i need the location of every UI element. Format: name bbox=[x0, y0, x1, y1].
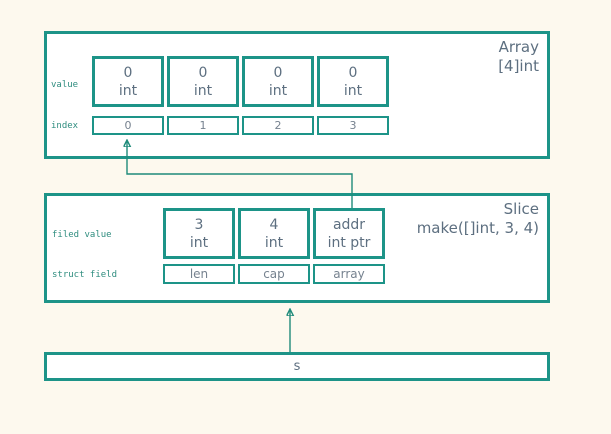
slice-field-row-label: struct field bbox=[52, 270, 118, 280]
slice-value-row: 3 int 4 int addr int ptr bbox=[163, 208, 385, 259]
array-cell-3: 0 int bbox=[317, 56, 389, 107]
slice-array-pointer-cell: addr int ptr bbox=[313, 208, 385, 259]
array-cell-2-value: 0 bbox=[273, 64, 283, 81]
slice-len-type: int bbox=[189, 234, 209, 251]
slice-len-cell: 3 int bbox=[163, 208, 235, 259]
slice-cap-cell: 4 int bbox=[238, 208, 310, 259]
slice-field-array: array bbox=[313, 264, 385, 284]
array-index-row: 0 1 2 3 bbox=[92, 116, 389, 135]
slice-value-row-label: filed value bbox=[52, 230, 112, 240]
array-cell-1-value: 0 bbox=[198, 64, 208, 81]
slice-len-value: 3 bbox=[194, 216, 204, 233]
array-value-row-label: value bbox=[51, 80, 79, 90]
array-box-title: Array [4]int bbox=[498, 38, 539, 76]
slice-subtitle: make([]int, 3, 4) bbox=[416, 219, 539, 237]
s-variable-label: s bbox=[293, 359, 301, 374]
array-subtitle: [4]int bbox=[498, 57, 539, 75]
array-title: Array bbox=[498, 38, 539, 56]
slice-array-pointer-value: addr bbox=[332, 216, 366, 233]
array-cell-3-value: 0 bbox=[348, 64, 358, 81]
slice-array-pointer-type: int ptr bbox=[327, 234, 371, 251]
slice-box-title: Slice make([]int, 3, 4) bbox=[417, 200, 539, 238]
array-cell-2: 0 int bbox=[242, 56, 314, 107]
s-variable-box: s bbox=[44, 352, 550, 381]
slice-title: Slice bbox=[503, 200, 539, 218]
array-cell-0-type: int bbox=[118, 82, 138, 99]
array-cell-2-type: int bbox=[268, 82, 288, 99]
array-value-row: 0 int 0 int 0 int 0 int bbox=[92, 56, 389, 107]
slice-cap-type: int bbox=[264, 234, 284, 251]
slice-field-row: len cap array bbox=[163, 264, 385, 284]
slice-box: Slice make([]int, 3, 4) filed value stru… bbox=[44, 193, 550, 303]
array-cell-1-type: int bbox=[193, 82, 213, 99]
array-cell-0-value: 0 bbox=[123, 64, 133, 81]
array-index-1: 1 bbox=[167, 116, 239, 135]
slice-field-cap: cap bbox=[238, 264, 310, 284]
array-index-2: 2 bbox=[242, 116, 314, 135]
array-cell-3-type: int bbox=[343, 82, 363, 99]
array-box: Array [4]int value index 0 int 0 int 0 i… bbox=[44, 31, 550, 159]
slice-cap-value: 4 bbox=[269, 216, 279, 233]
array-index-3: 3 bbox=[317, 116, 389, 135]
slice-field-len: len bbox=[163, 264, 235, 284]
array-index-row-label: index bbox=[51, 121, 79, 131]
array-cell-1: 0 int bbox=[167, 56, 239, 107]
array-index-0: 0 bbox=[92, 116, 164, 135]
array-cell-0: 0 int bbox=[92, 56, 164, 107]
